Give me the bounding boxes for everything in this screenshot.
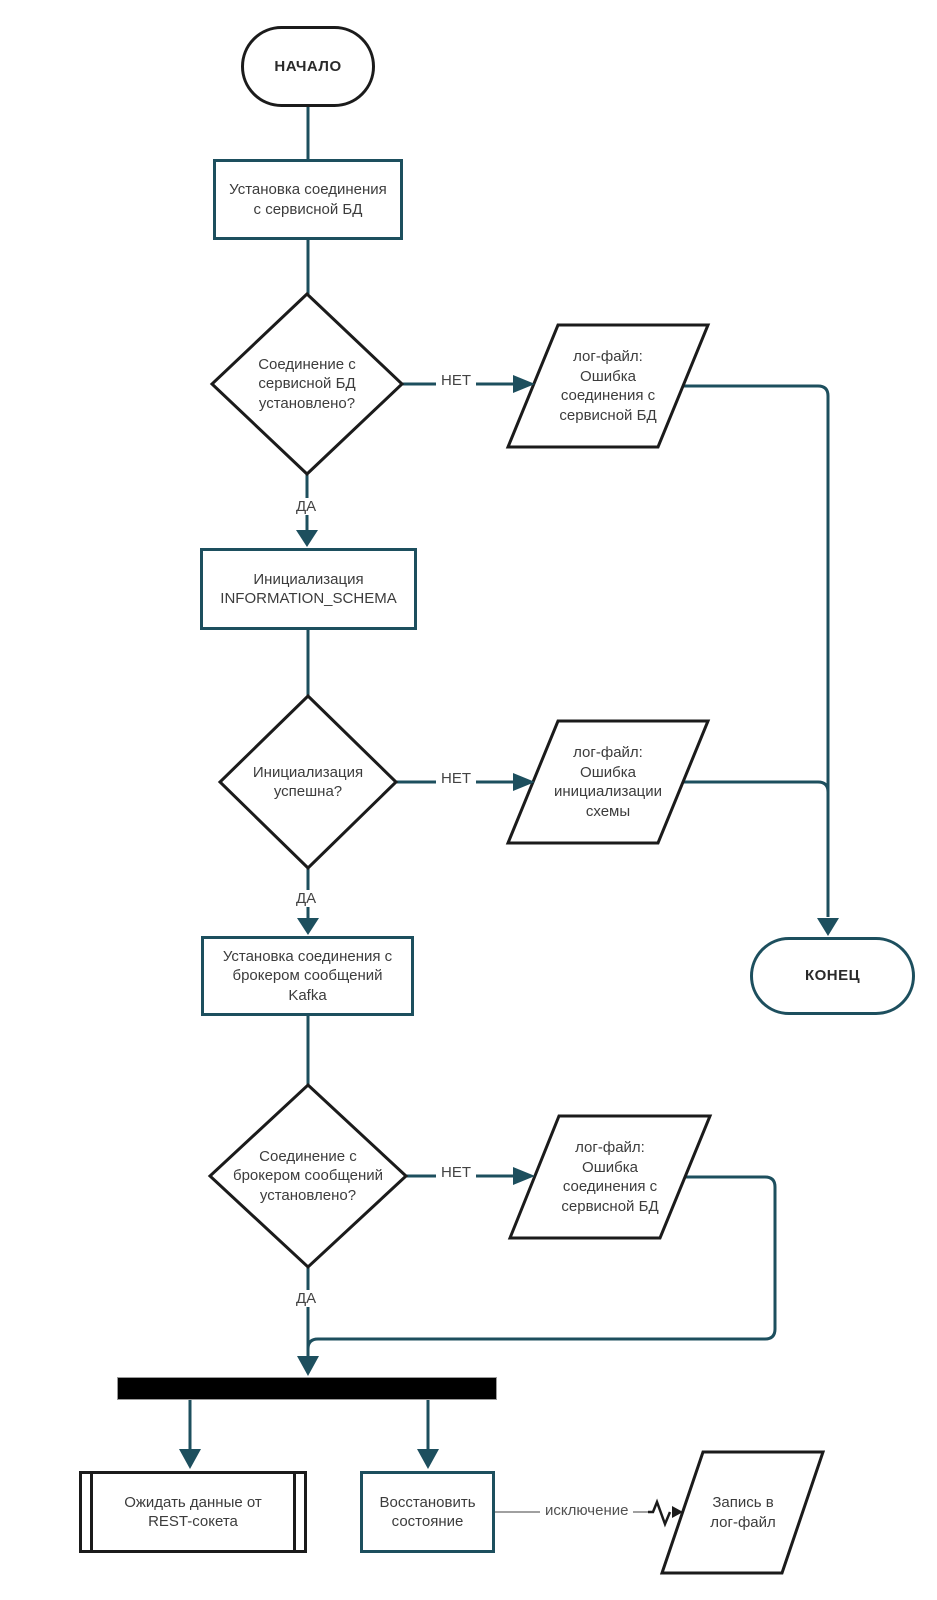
process-setup-service-db bbox=[213, 159, 403, 240]
edge-label-kafka-yes: ДА bbox=[291, 1290, 322, 1307]
io-shapes bbox=[505, 323, 826, 1575]
decision-init-successful-shape bbox=[217, 693, 399, 871]
io-log-service-db-error-shape bbox=[505, 323, 711, 449]
arrowhead-db-yes-icon bbox=[296, 530, 318, 547]
decision-shapes bbox=[207, 291, 409, 1270]
predefined-left-stripe bbox=[90, 1474, 93, 1550]
decision-kafka-connected-shape bbox=[207, 1082, 409, 1270]
start-terminal bbox=[241, 26, 375, 107]
predefined-right-stripe bbox=[293, 1474, 296, 1550]
connectors bbox=[188, 107, 830, 1450]
edge-label-kafka-no: НЕТ bbox=[436, 1164, 476, 1181]
edge-label-db-no: НЕТ bbox=[436, 372, 476, 389]
arrowhead-kafka-no-icon bbox=[513, 1167, 535, 1185]
predefined-wait-rest-socket bbox=[79, 1471, 307, 1553]
edge-log2-merge bbox=[683, 780, 830, 793]
end-terminal bbox=[750, 937, 915, 1015]
edge-label-init-no: НЕТ bbox=[436, 770, 476, 787]
arrowheads bbox=[179, 375, 839, 1469]
exception-arrowhead-icon bbox=[672, 1506, 683, 1518]
arrowhead-db-no-icon bbox=[513, 375, 535, 393]
edge-log3-loopback bbox=[306, 1175, 777, 1350]
arrowhead-restore-icon bbox=[417, 1449, 439, 1469]
arrowhead-init-no-icon bbox=[513, 773, 535, 791]
arrowhead-rest-icon bbox=[179, 1449, 201, 1469]
process-init-information-schema bbox=[200, 548, 417, 630]
edge-log1-to-end bbox=[683, 384, 830, 917]
io-log-kafka-error-shape bbox=[507, 1114, 713, 1240]
edge-label-db-yes: ДА bbox=[291, 498, 322, 515]
arrowhead-end-icon bbox=[817, 918, 839, 936]
process-setup-kafka bbox=[201, 936, 414, 1016]
zigzag-break-icon bbox=[648, 1498, 672, 1528]
io-log-schema-init-error-shape bbox=[505, 719, 711, 845]
decision-db-connected-shape bbox=[209, 291, 405, 477]
edge-label-exception: исключение bbox=[540, 1502, 634, 1519]
arrowhead-fork-icon bbox=[297, 1356, 319, 1376]
edge-label-init-yes: ДА bbox=[291, 890, 322, 907]
arrowhead-init-yes-icon bbox=[297, 918, 319, 935]
process-restore-state bbox=[360, 1471, 495, 1553]
io-write-to-log-shape bbox=[659, 1450, 826, 1575]
fork-bar bbox=[117, 1377, 497, 1400]
